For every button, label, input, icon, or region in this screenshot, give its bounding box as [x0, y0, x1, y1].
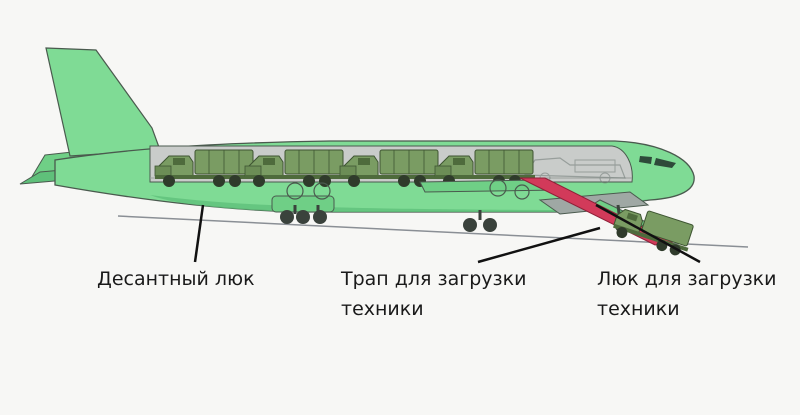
leader-line-ramp — [477, 226, 601, 264]
label-loading-ramp-line1: Трап для загрузки — [341, 268, 527, 290]
label-troop-hatch-text: Десантный люк — [97, 268, 255, 290]
label-cargo-hatch-line2: техники — [597, 298, 680, 320]
truck-on-ramp — [613, 208, 694, 256]
tail-fin — [45, 47, 161, 157]
label-cargo-hatch-line1: Люк для загрузки — [597, 268, 777, 290]
label-troop-hatch: Десантный люк — [97, 264, 255, 294]
label-loading-ramp: Трап для загрузки техники — [341, 264, 526, 324]
ground-line — [117, 215, 749, 248]
main-gear-wheel — [280, 210, 294, 224]
label-cargo-hatch: Люк для загрузки техники — [597, 264, 777, 324]
leader-line-hatch — [193, 204, 205, 263]
ghost-vehicle — [523, 157, 626, 184]
cockpit-windows — [654, 158, 676, 168]
leader-line-cargo-hatch — [595, 203, 701, 264]
label-loading-ramp-line2: техники — [341, 298, 424, 320]
